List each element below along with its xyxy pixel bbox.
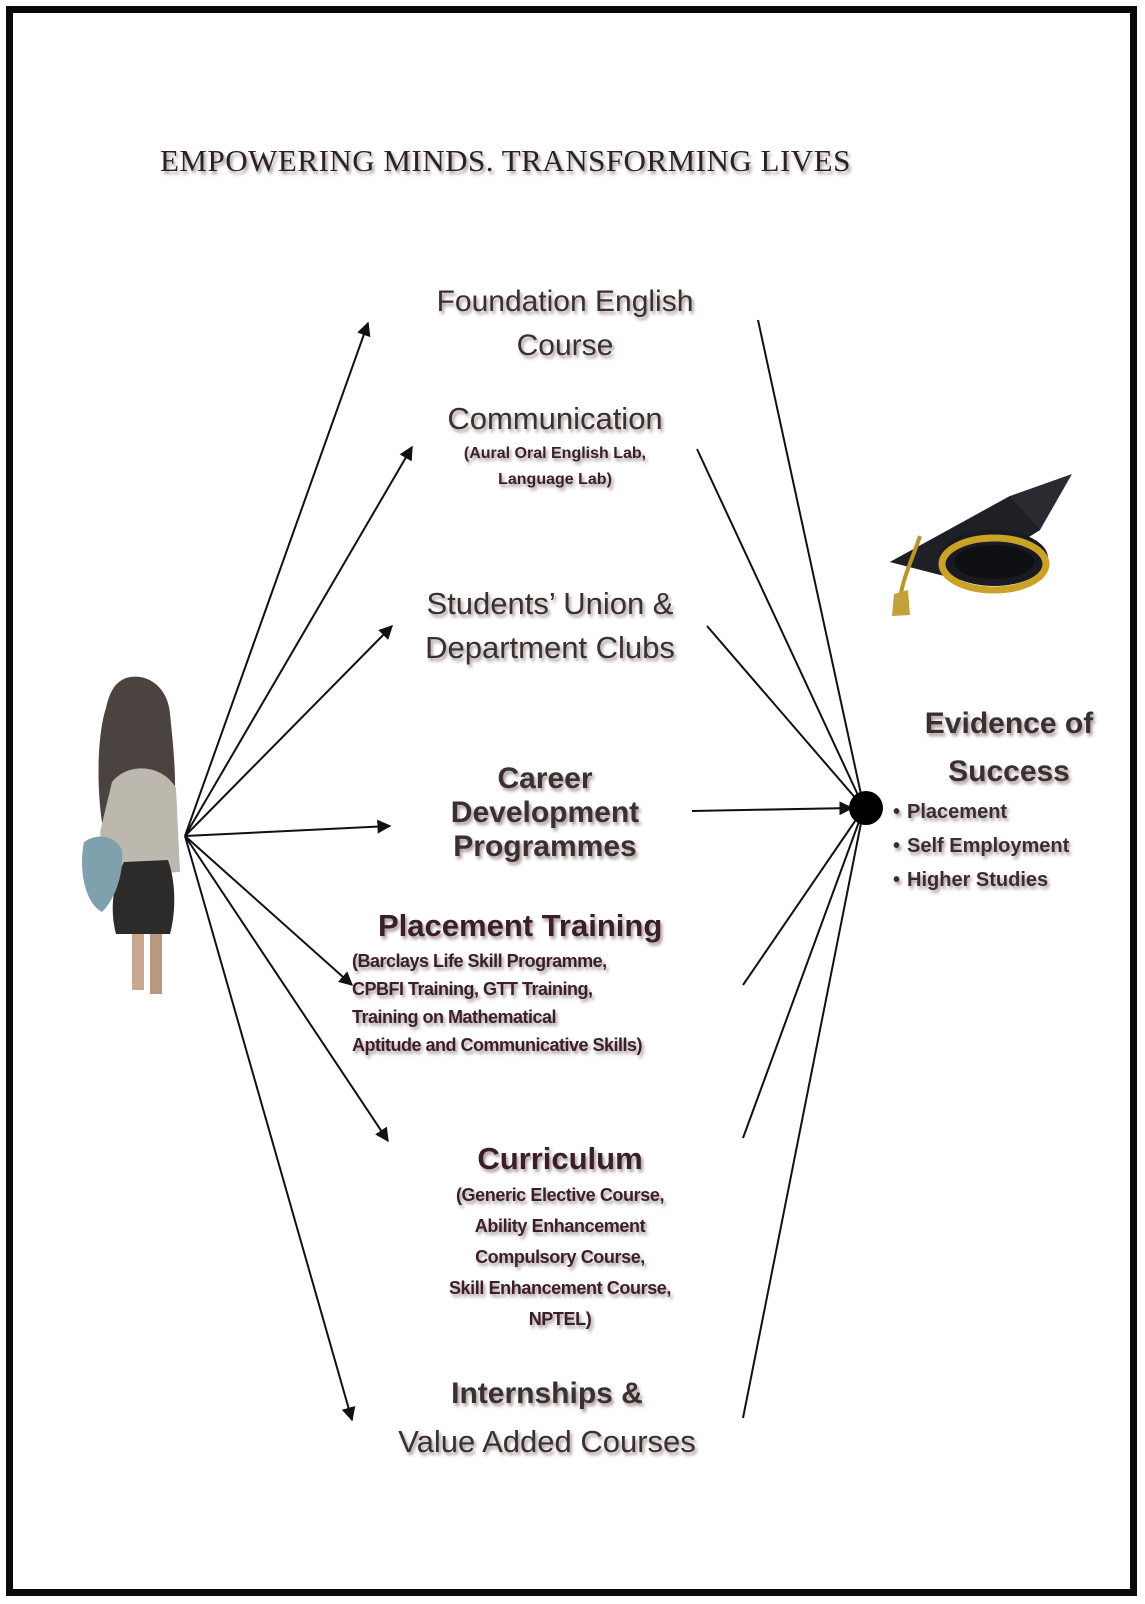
node-internships-line-1: Internships &: [451, 1377, 643, 1410]
evidence-item-placement: Placement: [893, 795, 1069, 829]
node-curriculum-sub-1: (Generic Elective Course,: [455, 1185, 665, 1205]
evidence-list: Placement Self Employment Higher Studies: [893, 795, 1069, 897]
node-placement-heading: Placement Training: [378, 908, 663, 943]
node-union-line-2: Department Clubs: [425, 630, 675, 665]
arrow-to-career: [184, 819, 392, 837]
evidence-item-higher-studies: Higher Studies: [893, 863, 1069, 897]
arrow-to-placement: [184, 835, 354, 986]
graduation-cap-icon: [890, 474, 1072, 616]
arrow-to-communication: [184, 445, 413, 837]
link-communication-hub: [696, 448, 865, 809]
node-curriculum-sub-3: Compulsory Course,: [475, 1247, 645, 1267]
node-communication-sub-2: Language Lab): [498, 471, 612, 488]
node-curriculum: Curriculum (Generic Elective Course, Abi…: [395, 1138, 725, 1335]
node-foundation-english: Foundation English Course: [395, 280, 735, 368]
page-title: EMPOWERING MINDS. TRANSFORMING LIVES: [160, 143, 851, 178]
node-placement-sub-4: Aptitude and Communicative Skills): [352, 1035, 643, 1055]
link-union-hub: [706, 625, 865, 809]
node-placement-training: Placement Training (Barclays Life Skill …: [352, 905, 752, 1059]
node-internships: Internships & Value Added Courses: [362, 1370, 732, 1466]
node-curriculum-sub-4: Skill Enhancement Course,: [448, 1278, 672, 1298]
node-career-line-2: Development: [450, 796, 640, 829]
node-placement-sub-2: CPBFI Training, GTT Training,: [352, 979, 593, 999]
node-curriculum-sub-2: Ability Enhancement: [474, 1216, 646, 1236]
arrow-career-hub: [691, 801, 854, 816]
arrow-to-union: [184, 625, 393, 837]
node-communication-sub-1: (Aural Oral English Lab,: [463, 445, 647, 462]
node-students-union: Students’ Union & Department Clubs: [380, 582, 720, 670]
arrow-to-curriculum: [184, 835, 389, 1143]
node-communication-heading: Communication: [447, 401, 663, 436]
node-placement-sub-3: Training on Mathematical: [352, 1007, 557, 1027]
student-figure-icon: [82, 676, 180, 994]
link-foundation-hub: [757, 319, 865, 809]
arrow-to-internships: [184, 835, 356, 1422]
success-hub-dot-icon: [849, 791, 883, 825]
node-curriculum-sub-5: NPTEL): [528, 1309, 592, 1329]
node-career-development: Career Development Programmes: [395, 762, 695, 864]
link-curriculum-hub: [742, 807, 865, 1139]
node-career-line-3: Programmes: [453, 830, 637, 863]
node-internships-line-2: Value Added Courses: [398, 1424, 696, 1459]
evidence-heading-line-2: Success: [948, 755, 1070, 788]
evidence-of-success: Evidence of Success: [900, 700, 1118, 796]
arrow-to-foundation: [184, 321, 371, 837]
node-foundation-line-1: Foundation English: [436, 285, 694, 318]
node-curriculum-heading: Curriculum: [477, 1141, 643, 1176]
link-internships-hub: [742, 807, 865, 1419]
node-placement-sub-1: (Barclays Life Skill Programme,: [352, 951, 607, 971]
node-communication: Communication (Aural Oral English Lab, L…: [380, 398, 730, 492]
node-career-line-1: Career: [497, 762, 593, 795]
node-union-line-1: Students’ Union &: [426, 586, 674, 621]
evidence-heading-line-1: Evidence of: [924, 707, 1094, 740]
evidence-item-self-employment: Self Employment: [893, 829, 1069, 863]
link-placement-hub: [742, 807, 865, 986]
node-foundation-line-2: Course: [516, 329, 614, 362]
